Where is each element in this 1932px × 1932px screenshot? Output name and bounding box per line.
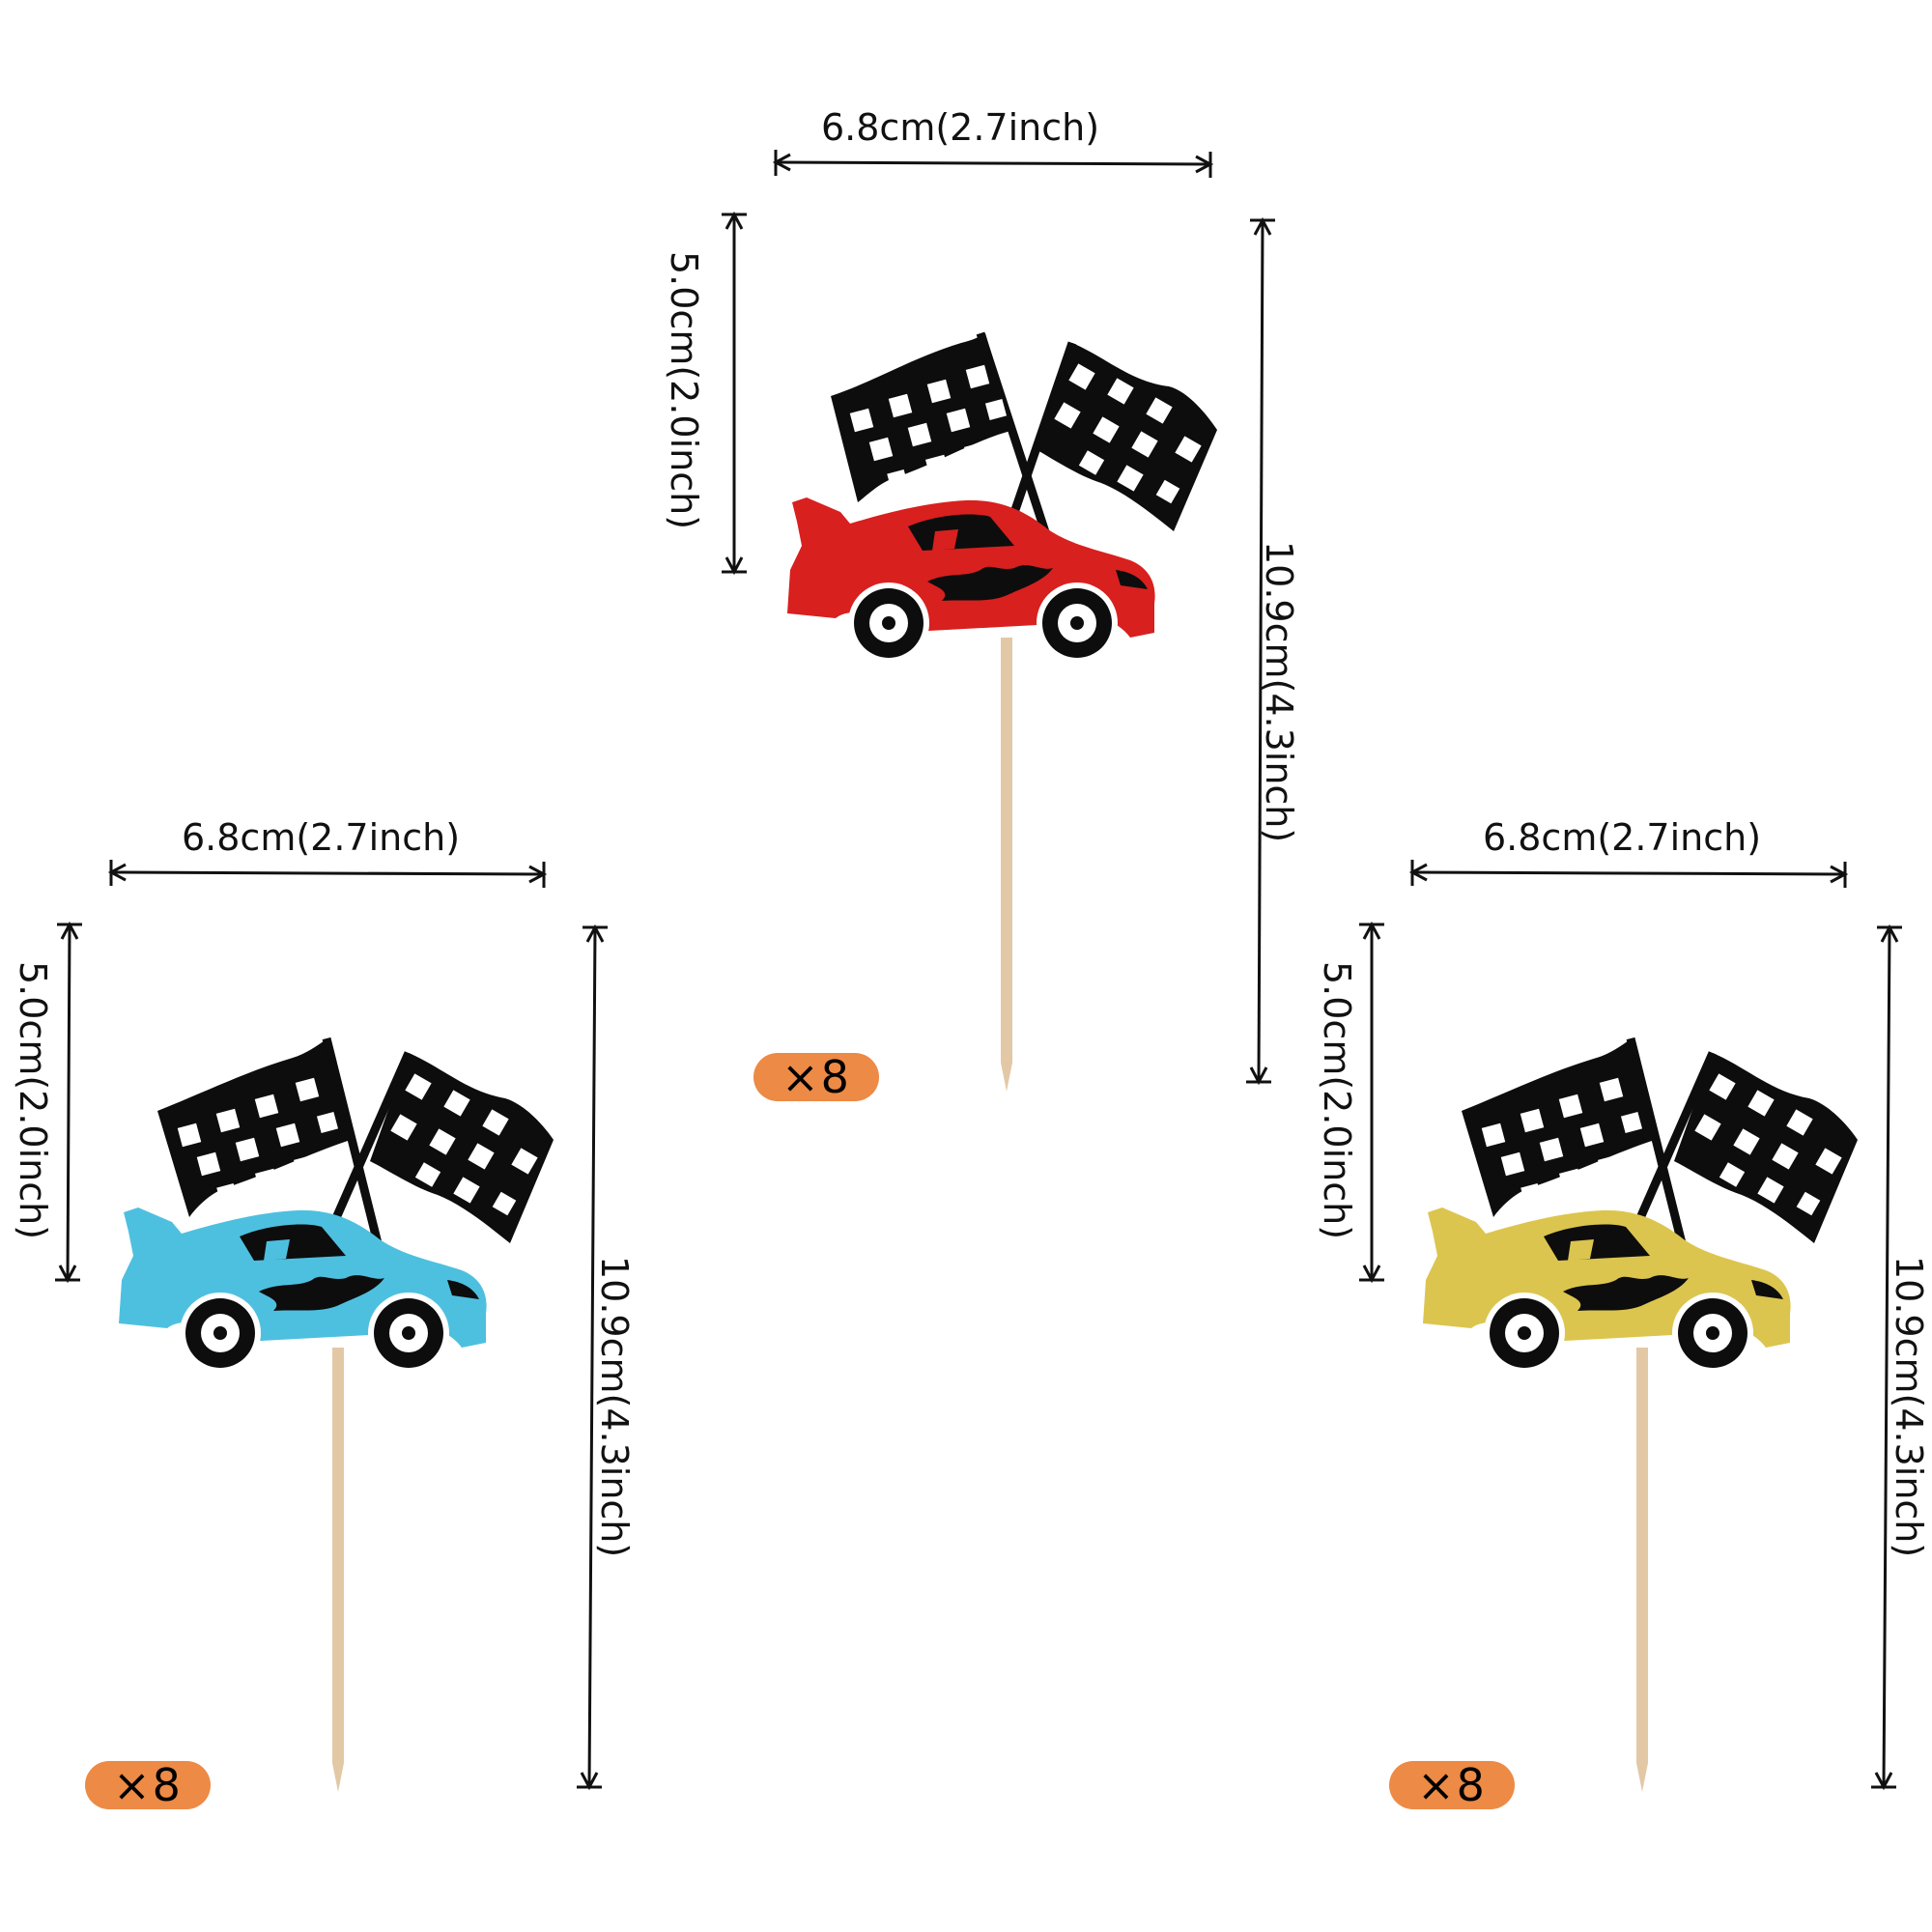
right-checkered-flag (1036, 343, 1217, 531)
quantity-badge: ×8 (85, 1759, 211, 1811)
height-dimension-line (1359, 921, 1384, 1284)
width-dimension-line (107, 860, 548, 888)
topper-red: 6.8cm(2.7inch) 5.0cm(2.0inch) 10.9cm(4.3… (663, 106, 1300, 1103)
total-height-label: 10.9cm(4.3inch) (1258, 541, 1300, 843)
total-height-label: 10.9cm(4.3inch) (593, 1256, 636, 1558)
blue-topper-art (55, 860, 608, 1792)
height-dimension-line (55, 921, 82, 1284)
left-checkered-flag (1462, 1040, 1655, 1217)
width-label: 6.8cm(2.7inch) (182, 816, 461, 859)
topper-graphic (787, 331, 1217, 1092)
height-label: 5.0cm(2.0inch) (663, 251, 705, 530)
right-checkered-flag (370, 1053, 554, 1243)
toothpick-stick (332, 1348, 344, 1763)
right-checkered-flag (1674, 1053, 1858, 1243)
race-car (119, 1208, 487, 1374)
width-label: 6.8cm(2.7inch) (821, 106, 1100, 149)
gold-topper-art (1359, 860, 1902, 1792)
height-label: 5.0cm(2.0inch) (1316, 961, 1358, 1240)
total-height-dimension-line (1246, 216, 1275, 1086)
quantity-badge: ×8 (753, 1051, 879, 1103)
topper-graphic (1423, 1037, 1858, 1792)
race-car (787, 497, 1155, 664)
race-car (1423, 1208, 1791, 1374)
quantity-badge: ×8 (1389, 1759, 1515, 1811)
total-height-label: 10.9cm(4.3inch) (1888, 1256, 1930, 1558)
width-label: 6.8cm(2.7inch) (1483, 816, 1762, 859)
toothpick-stick (1636, 1348, 1648, 1763)
height-label: 5.0cm(2.0inch) (12, 961, 54, 1240)
toothpick-stick (1001, 638, 1012, 1063)
topper-gold: 6.8cm(2.7inch) 5.0cm(2.0inch) 10.9cm(4.3… (1304, 816, 1930, 1811)
height-dimension-line (722, 211, 747, 576)
topper-blue: 6.8cm(2.7inch) 5.0cm(2.0inch) 10.9cm(4.3… (0, 816, 636, 1811)
total-height-dimension-line (577, 923, 608, 1791)
left-checkered-flag (157, 1040, 351, 1217)
left-checkered-flag (831, 333, 1014, 502)
width-dimension-line (772, 150, 1214, 178)
red-topper-art (722, 150, 1275, 1092)
width-dimension-line (1408, 860, 1849, 888)
total-height-dimension-line (1871, 923, 1902, 1791)
topper-graphic (119, 1037, 554, 1792)
